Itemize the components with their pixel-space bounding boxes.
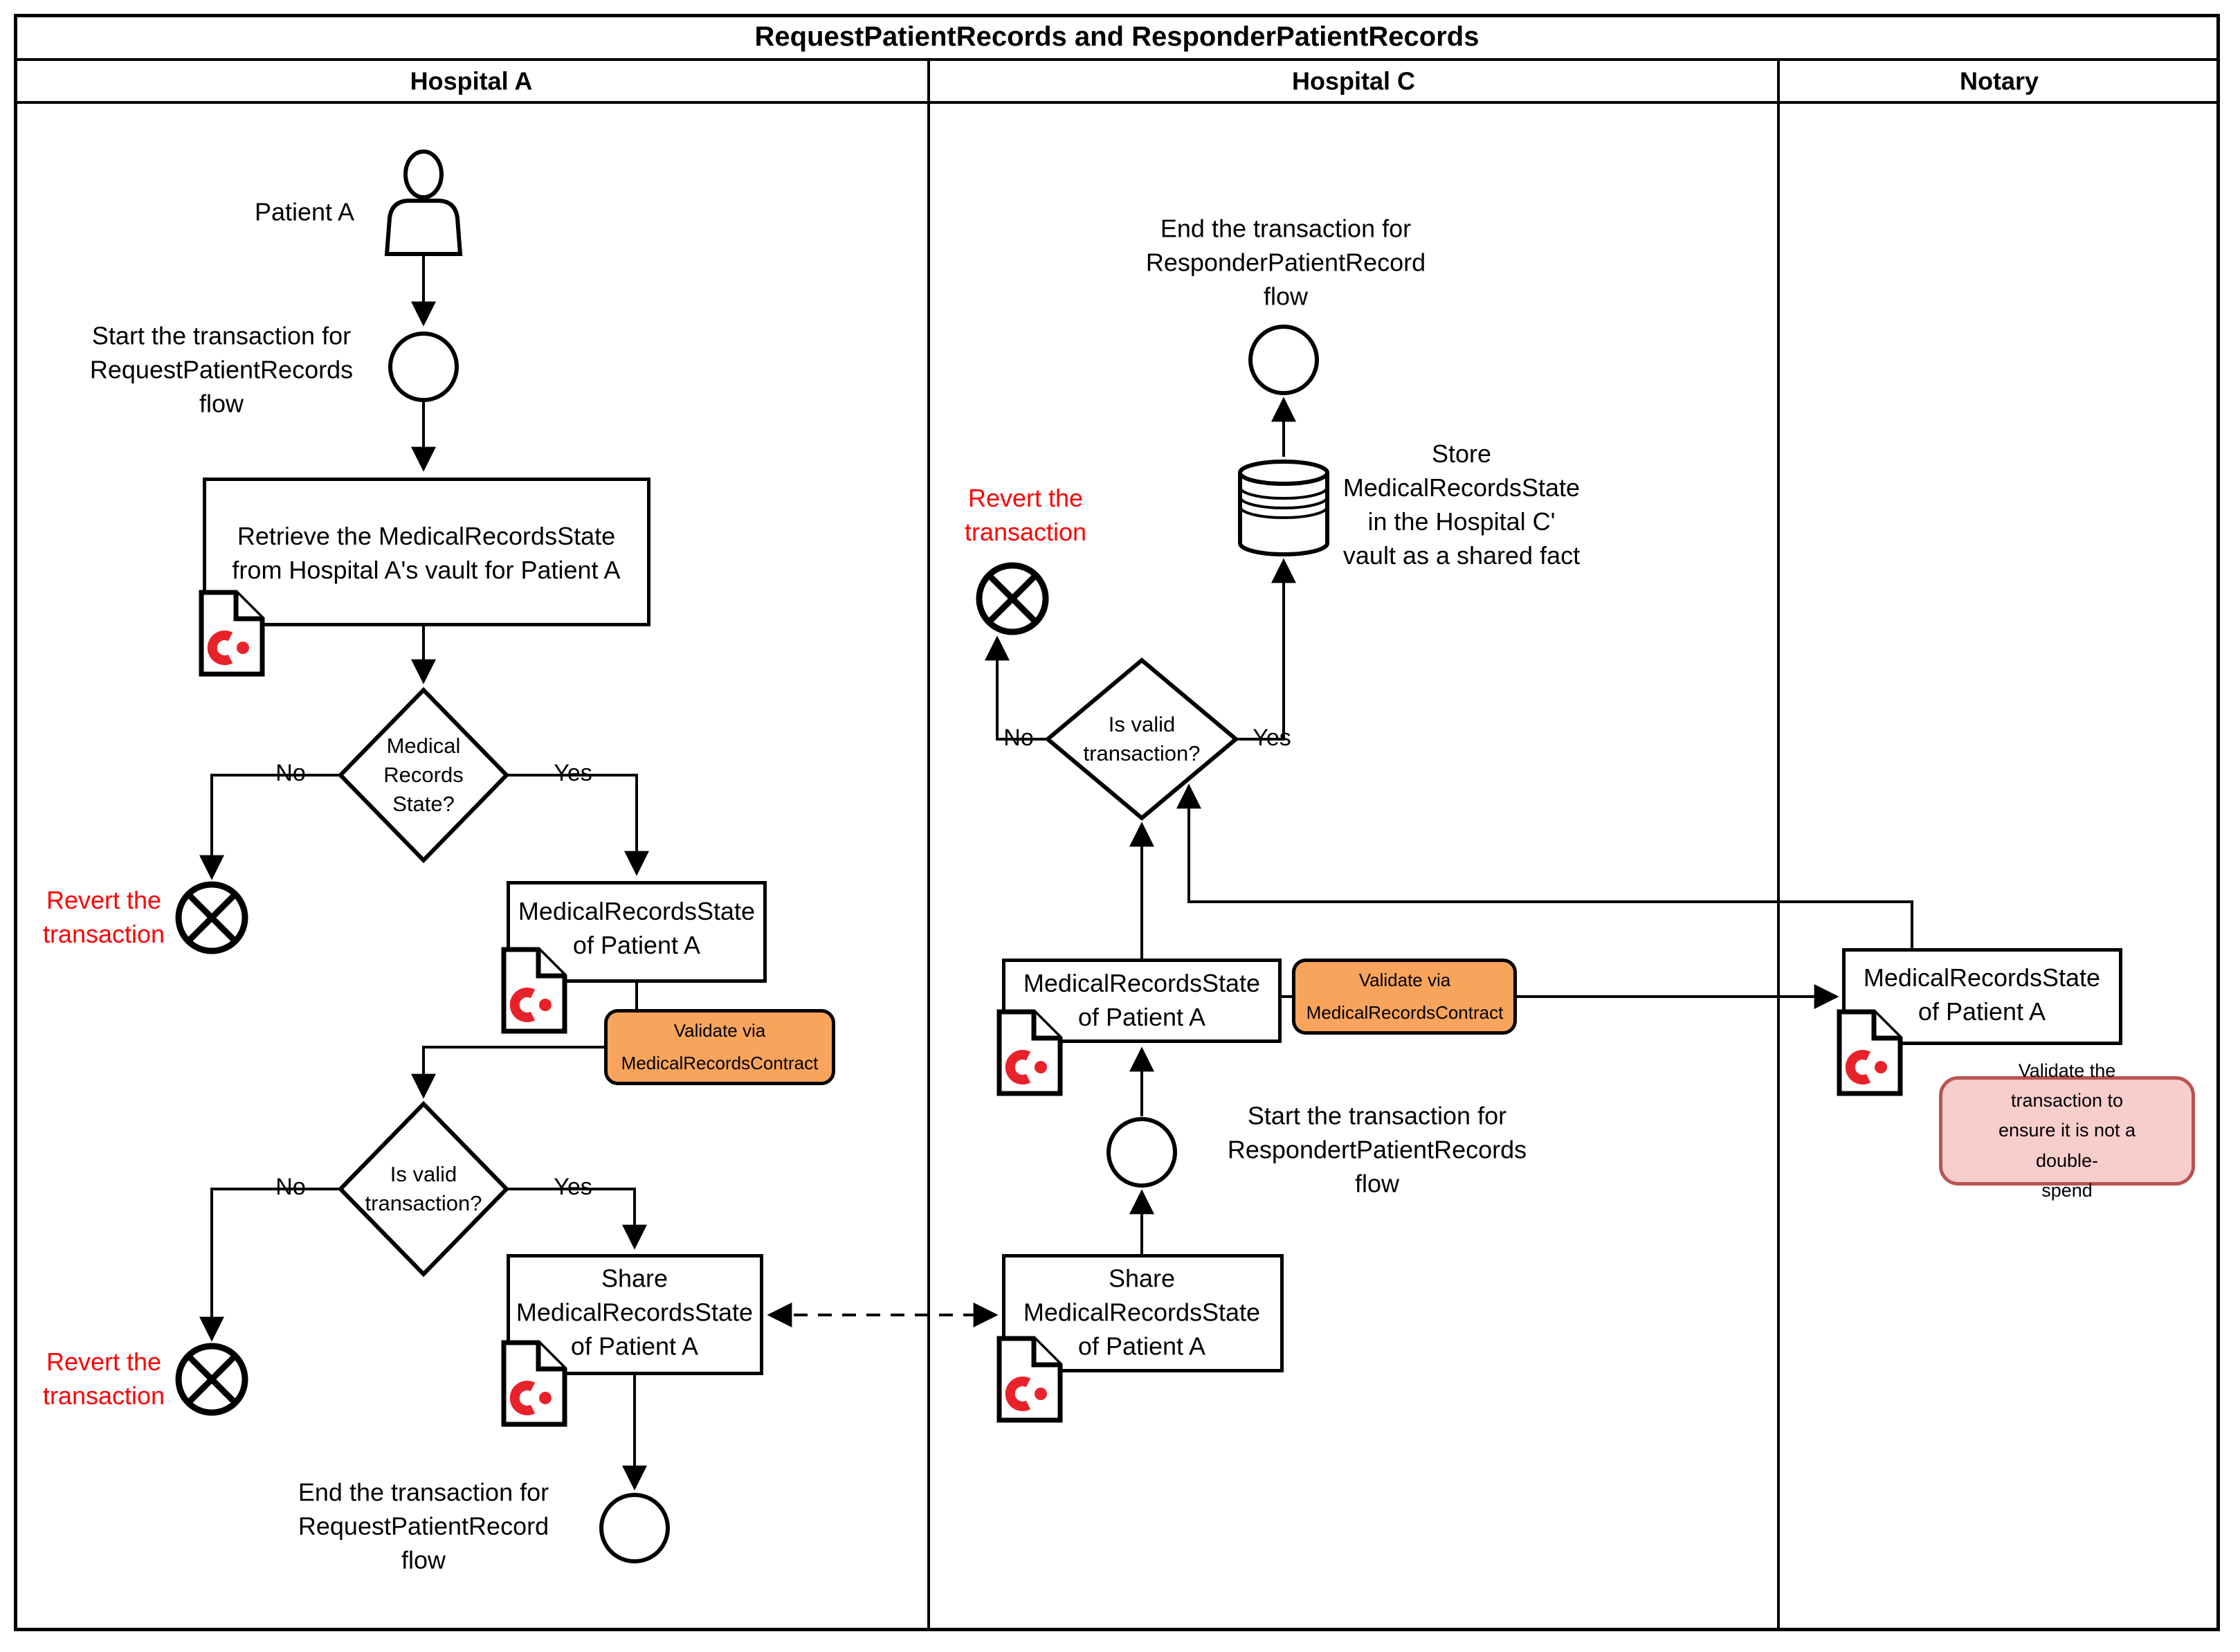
gateway-is-valid-a-label: Is valid transaction? [365,1161,482,1215]
state-box-hospital-a-label: MedicalRecordsState of Patient A [518,897,756,959]
task-retrieve-state-box [203,478,650,626]
revert-label-c: Revert the transaction [964,484,1087,546]
gateway-is-valid-c-label: Is valid transaction? [1083,711,1201,765]
end-note-hospital-a: End the transaction for RequestPatientRe… [298,1478,549,1574]
header-separator [14,101,2220,104]
validate-contract-box-hospital-c [1292,959,1517,1035]
patient-label: Patient A [254,197,355,226]
gateway1-yes-label: Yes [554,759,592,786]
start-note-hospital-c: Start the transaction for RespondertPati… [1227,1101,1527,1198]
revert-label-2: Revert the transaction [42,1347,165,1410]
diagram-frame [14,14,2220,1631]
task-share-state-a-label: Share MedicalRecordsState of Patient A [516,1264,754,1361]
gateway1-no-label: No [275,759,306,786]
lane-header-hospital-c: Hospital C [1291,66,1416,96]
task-share-state-c-label: Share MedicalRecordsState of Patient A [1023,1264,1261,1361]
validate-contract-box-hospital-a [604,1009,835,1085]
notary-annotation-label: Validate the transaction to ensure it is… [1998,1060,2136,1201]
validate-contract-label-a: Validate via MedicalRecordsContract [621,1020,819,1073]
end-note-hospital-c: End the transaction for ResponderPatient… [1145,214,1426,311]
state-box-hospital-c-label: MedicalRecordsState of Patient A [1023,969,1261,1031]
state-box-notary [1842,948,2122,1045]
diagram-title: RequestPatientRecords and ResponderPatie… [754,21,1479,52]
revert-label-1: Revert the transaction [42,886,165,948]
state-box-notary-label: MedicalRecordsState of Patient A [1863,963,2101,1026]
gateway2-yes-label: Yes [554,1173,592,1200]
task-retrieve-state-label: Retrieve the MedicalRecordsState from Ho… [232,522,621,584]
lane-divider-c-notary [1777,61,1780,1631]
gateway-c-yes-label: Yes [1253,724,1291,751]
title-separator [14,58,2220,61]
gateway2-no-label: No [275,1173,306,1200]
gateway-medical-records-state-label: Medical Records State? [383,733,464,817]
validate-contract-label-c: Validate via MedicalRecordsContract [1306,970,1504,1023]
start-note-hospital-a: Start the transaction for RequestPatient… [89,321,354,418]
gateway-c-no-label: No [1003,724,1034,751]
task-share-state-hospital-a-box [507,1254,763,1375]
lane-header-hospital-a: Hospital A [410,66,533,96]
store-note-hospital-c: Store MedicalRecordsState in the Hospita… [1342,439,1581,570]
notary-annotation-box [1939,1076,2195,1186]
lane-header-notary: Notary [1959,66,2039,96]
lane-divider-a-c [927,61,930,1631]
